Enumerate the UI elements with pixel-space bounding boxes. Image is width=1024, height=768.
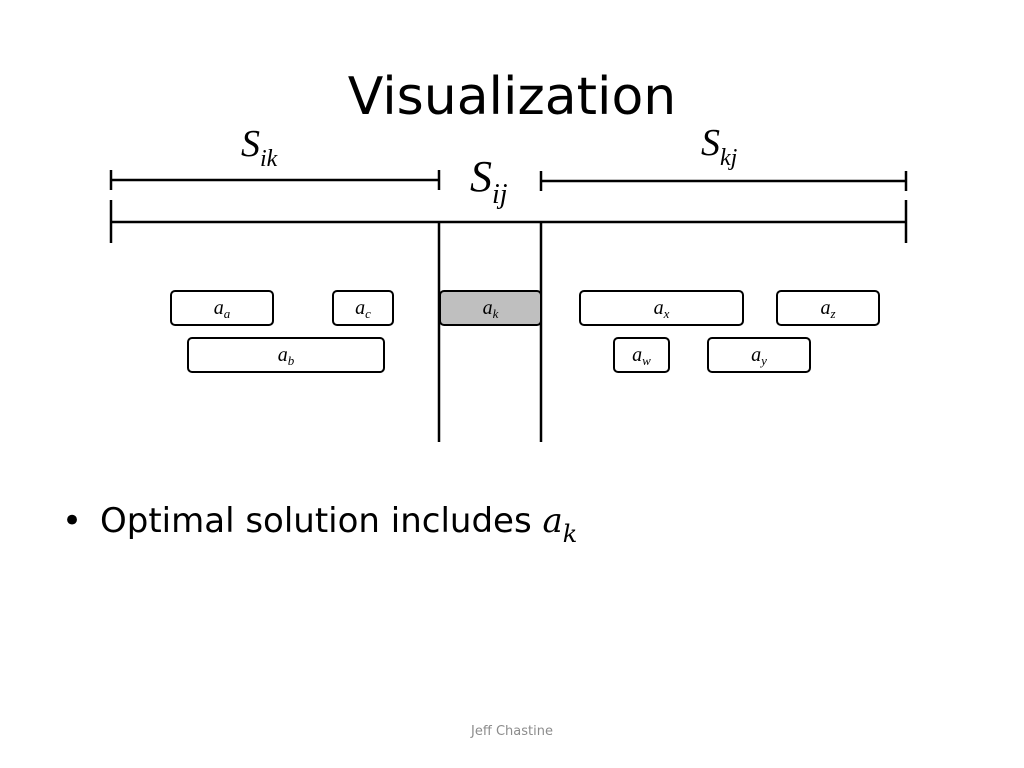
bullet-math: ak [542, 501, 578, 548]
slide-title: Visualization [347, 67, 677, 127]
s-kj-label: Skj [701, 122, 738, 171]
s-ik-label: Sik [241, 123, 278, 172]
bullet-symbol: • [62, 501, 83, 541]
slide-footer: Jeff Chastine [471, 724, 553, 739]
bullet-item: • Optimal solution includes ak [62, 497, 577, 548]
bullet-text: Optimal solution includes [100, 501, 543, 541]
s-ij-label: Sij [470, 152, 508, 211]
